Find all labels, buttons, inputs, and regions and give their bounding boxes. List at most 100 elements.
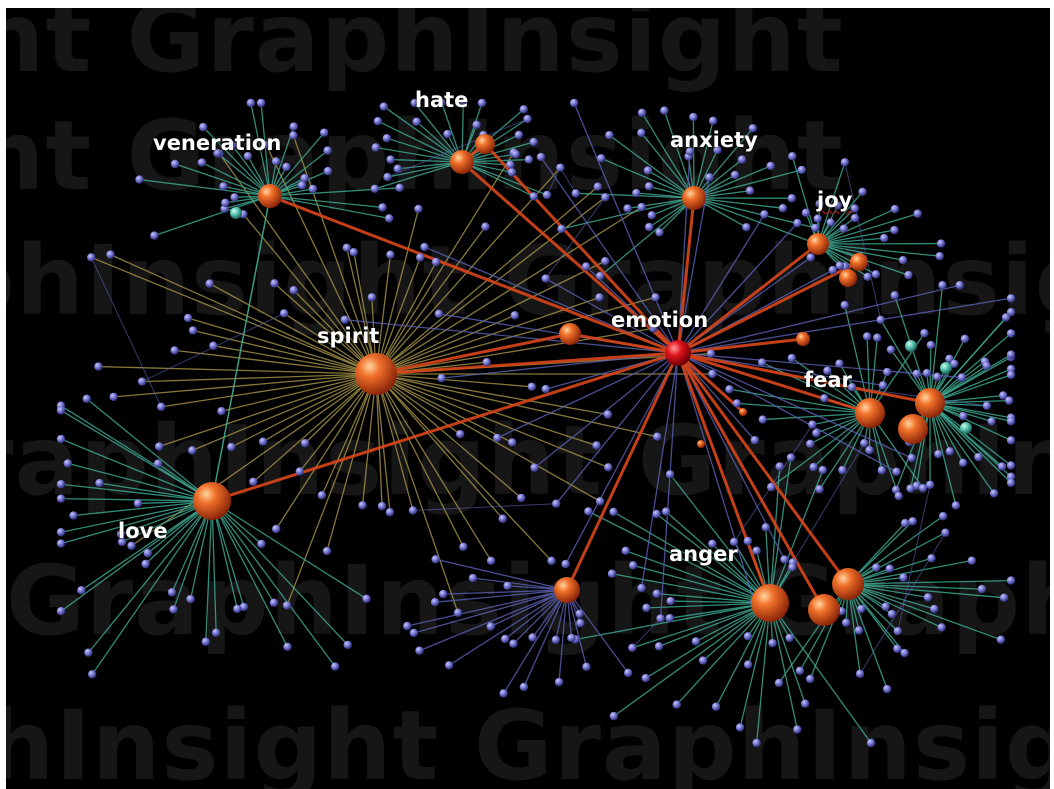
leaf-node	[863, 272, 872, 282]
leaf-node	[201, 637, 210, 646]
edge-anger-emotion	[676, 352, 772, 604]
edge-spirit-leaf	[375, 327, 654, 375]
edge-spirit-leaf	[91, 256, 377, 375]
leaf-node	[795, 666, 805, 675]
edge-emotion-leaf	[677, 222, 798, 354]
edge-tiny1-emotion	[676, 351, 745, 414]
edge-joy-leaf	[817, 213, 918, 245]
leaf-node	[1006, 472, 1016, 481]
leaf-node	[592, 441, 601, 450]
edge-anger-leaf	[665, 511, 771, 604]
leaf-node	[945, 447, 955, 456]
label-emotion: emotion	[611, 308, 709, 332]
leaf-node	[743, 660, 753, 669]
leaf-node	[523, 114, 532, 124]
leaf-node	[877, 466, 887, 475]
leaf-node	[77, 586, 86, 595]
edge-anger2-emotion	[676, 352, 850, 585]
leaf-node	[652, 509, 661, 519]
edge-joy2-emotion	[677, 260, 860, 355]
edge-anger2-leaf	[847, 583, 888, 690]
leaf-node	[628, 643, 637, 653]
leaf-node	[609, 507, 618, 517]
edge-spirit-leaf	[375, 226, 486, 375]
leaf-node	[880, 233, 889, 243]
edge-love-leaf	[211, 500, 217, 633]
leaf-node	[878, 381, 888, 390]
edge-anxiety-leaf	[663, 110, 695, 199]
leaf-node	[806, 253, 815, 262]
leaf-node	[358, 501, 367, 510]
edge-anger-leaf	[669, 473, 771, 604]
edge-anger-leaf	[739, 602, 771, 728]
leaf-node	[167, 588, 177, 597]
leaf-node	[289, 131, 298, 140]
hub-node-hate	[450, 150, 474, 174]
leaf-node	[691, 637, 701, 646]
leaf-node	[666, 596, 675, 606]
leaf-node	[270, 279, 279, 288]
leaf-node	[367, 293, 377, 302]
edge-spirit-leaf	[326, 373, 377, 552]
edge-lower-leaf	[472, 577, 568, 591]
edge-fear-leaf	[791, 357, 871, 414]
edge-spirit-emotion	[375, 351, 679, 376]
edge-spirit-leaf	[375, 373, 609, 468]
leaf-node	[297, 181, 307, 190]
edge-fear-leaf	[762, 412, 871, 421]
edge-cross	[844, 162, 882, 320]
leaf-node	[243, 151, 253, 161]
leaf-node	[510, 311, 519, 320]
edge-anger-leaf	[611, 573, 771, 604]
edge-anger-leaf	[656, 513, 771, 604]
leaf-node	[595, 293, 604, 302]
edge-fear-leaf	[819, 412, 871, 490]
network-graph	[56, 98, 1016, 748]
leaf-node	[933, 372, 942, 382]
leaf-node	[386, 155, 395, 164]
leaf-node	[698, 656, 708, 665]
leaf-node	[708, 116, 718, 126]
leaf-node	[153, 459, 163, 468]
leaf-node	[793, 218, 802, 228]
leaf-node	[996, 635, 1006, 644]
leaf-node	[385, 508, 395, 517]
leaf-node	[269, 598, 279, 608]
leaf-node	[300, 438, 310, 448]
leaf-node	[788, 152, 797, 161]
leaf-node	[382, 133, 392, 143]
leaf-node	[511, 150, 520, 159]
edge-spirit-leaf	[113, 373, 377, 398]
edge-love-emotion	[211, 351, 679, 503]
edge-spirit-leaf	[375, 296, 656, 375]
edge-spirit-leaf	[252, 373, 377, 483]
edge-spirit-leaf	[375, 206, 642, 375]
leaf-node	[362, 594, 371, 604]
label-spirit: spirit	[317, 324, 380, 348]
leaf-node	[94, 362, 103, 371]
leaf-node	[519, 682, 529, 692]
leaf-node	[998, 391, 1008, 400]
leaf-node	[569, 98, 579, 108]
leaf-node	[840, 158, 850, 167]
edge-spirit-leaf	[158, 373, 377, 448]
edge-emotion-leaf	[640, 352, 679, 589]
leaf-node	[893, 644, 902, 653]
leaf-node	[420, 242, 429, 252]
leaf-node	[641, 673, 650, 683]
leaf-node	[430, 597, 440, 607]
leaf-node	[637, 128, 646, 138]
edge-hate-leaf	[461, 161, 548, 196]
leaf-node	[308, 184, 318, 194]
leaf-node	[766, 482, 776, 492]
edge-joy-leaf	[817, 237, 885, 245]
hub-node-lower	[554, 577, 580, 603]
leaf-node	[109, 392, 118, 402]
leaf-node	[850, 204, 859, 213]
edge-hate2-emotion	[483, 142, 680, 355]
leaf-node	[373, 116, 383, 126]
leaf-node	[623, 668, 633, 678]
leaf-node	[725, 385, 734, 394]
leaf-node	[775, 462, 784, 471]
leaf-node	[912, 369, 921, 378]
